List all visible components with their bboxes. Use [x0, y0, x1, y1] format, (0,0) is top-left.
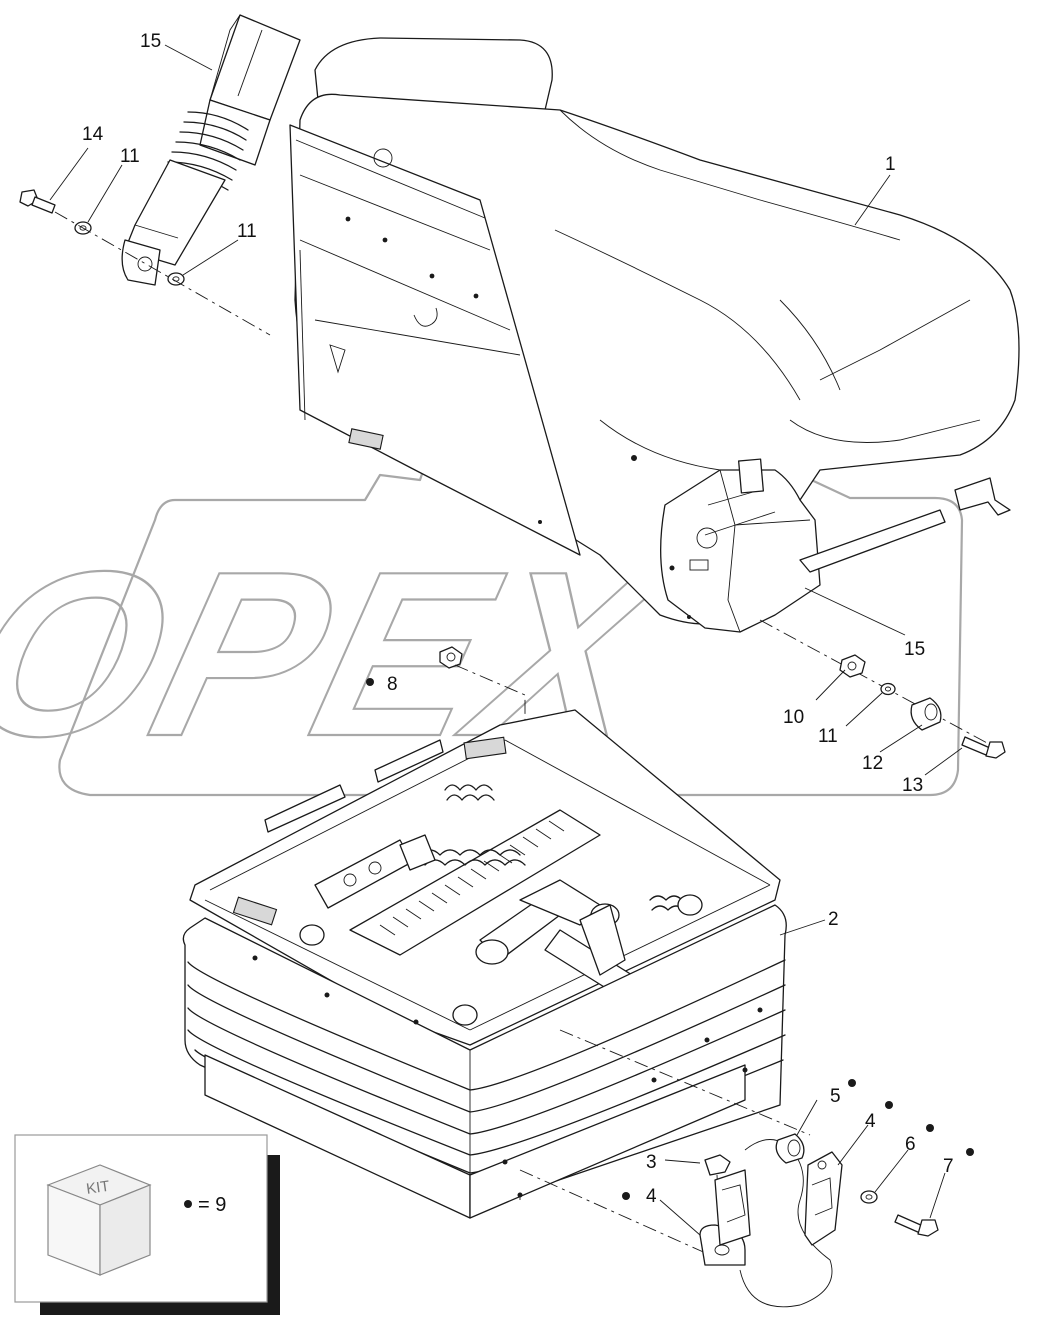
armrest-15 — [121, 14, 301, 286]
callout-2: 2 — [828, 909, 839, 930]
suspension-base-2 — [182, 709, 811, 1256]
leader-lines — [49, 44, 963, 1236]
callout-8: 8 — [387, 674, 398, 695]
callout-6: 6 — [905, 1134, 916, 1155]
callout-11-top: 11 — [120, 146, 140, 167]
legend-equation: = 9 — [198, 1194, 226, 1216]
kit-legend: KIT = 9 — [14, 1134, 280, 1315]
callout-1: 1 — [885, 154, 896, 175]
callout-5: 5 — [830, 1086, 841, 1107]
callout-labels: 15 14 11 11 1 15 8 10 11 12 13 2 5 4 6 7… — [82, 31, 954, 1207]
callout-4-right: 4 — [865, 1111, 876, 1132]
spring-coils — [419, 784, 685, 911]
callout-14: 14 — [82, 124, 104, 145]
callout-4-left: 4 — [646, 1186, 657, 1207]
seat-assembly — [289, 37, 1020, 633]
callout-3: 3 — [646, 1152, 657, 1173]
latch-hardware — [699, 1133, 939, 1308]
callout-11-right: 11 — [818, 726, 838, 747]
callout-11-mid: 11 — [237, 221, 257, 242]
callout-15-armrest: 15 — [140, 31, 161, 52]
vent-slots — [379, 820, 565, 936]
fastener-group-right — [759, 619, 1006, 759]
callout-12: 12 — [862, 753, 883, 774]
kit-box-label: KIT — [85, 1178, 110, 1198]
kit-box-icon: KIT — [46, 1164, 152, 1276]
callout-10: 10 — [783, 707, 804, 728]
fastener-group-top-left — [19, 189, 271, 336]
callout-15-bracket: 15 — [904, 639, 925, 660]
kit-markers — [366, 678, 974, 1200]
callout-13: 13 — [902, 775, 923, 796]
callout-7: 7 — [943, 1156, 954, 1177]
